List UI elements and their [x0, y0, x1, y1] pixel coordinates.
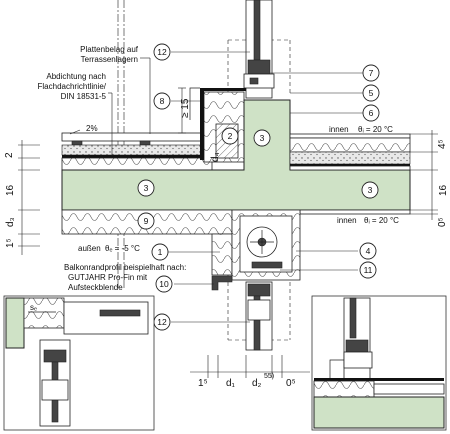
callout-3c: 3 [361, 181, 379, 199]
callout-11: 11 [359, 261, 377, 279]
balcony-edge-profile [211, 275, 233, 291]
dim-right-16: 16 [438, 184, 449, 196]
label-theta-aussen: θₑ = -5 °C [105, 244, 140, 253]
dim-right-4-5: 4⁵ [437, 139, 448, 149]
label-balkon-3: Aufsteckblende [68, 283, 123, 292]
dim-d4: d₄ [210, 152, 221, 162]
callout-7: 7 [362, 64, 380, 82]
label-slope: 2% [86, 124, 98, 133]
label-balkon-1: Balkonrandprofil beispielhaft nach: [64, 263, 186, 272]
dim-right-0-5: 0⁵ [437, 217, 448, 227]
lower-window-head [247, 283, 271, 297]
slope-arrow [69, 129, 81, 135]
svg-text:3: 3 [260, 133, 265, 143]
upper-window-glass [253, 0, 261, 61]
upper-window-sill [243, 73, 275, 89]
label-theta-upper: θᵢ = 20 °C [358, 125, 393, 134]
dim-bottom-d2-note: 55) [264, 373, 274, 380]
callout-12-bottom: 12 [153, 313, 171, 331]
shutter-slat-bar [251, 261, 283, 269]
callout-12-top: 12 [153, 43, 171, 61]
inset-detail-right [311, 295, 447, 431]
label-abdichtung-1: Abdichtung nach [46, 72, 106, 81]
svg-text:6: 6 [369, 108, 374, 118]
terrace-drainage-layer [61, 144, 208, 156]
svg-text:9: 9 [144, 216, 149, 226]
dim-bottom-d2: d₂ [252, 378, 262, 389]
upstand-flashing [189, 87, 200, 120]
dim-left-16: 16 [5, 184, 16, 196]
callout-1: 1 [151, 243, 169, 261]
label-aussen: außen [78, 244, 101, 253]
label-abdichtung-3: DIN 18531-5 [61, 92, 107, 101]
svg-text:12: 12 [157, 47, 167, 57]
inset-detail-left: sₑ [3, 295, 155, 431]
svg-text:7: 7 [369, 68, 374, 78]
svg-text:1: 1 [158, 247, 163, 257]
callout-9: 9 [137, 212, 155, 230]
lower-window-glass [253, 295, 261, 351]
ceiling-finish [299, 209, 411, 215]
terrace-pedestal-1 [71, 140, 83, 146]
dim-left-d3: d₃ [5, 217, 16, 227]
dim-upstand: ≥ 15 [180, 98, 191, 118]
dim-left-2: 2 [4, 152, 15, 158]
floor-membrane [290, 164, 410, 166]
callout-4: 4 [359, 242, 377, 260]
svg-text:3: 3 [368, 185, 373, 195]
terrace-membrane [62, 155, 212, 158]
lower-window-sash [247, 299, 271, 321]
upper-window-seal [249, 77, 259, 85]
terrace-slab [61, 132, 203, 142]
callout-3b: 3 [137, 179, 155, 197]
callout-6: 6 [362, 104, 380, 122]
soffit-insulation-return [211, 233, 233, 276]
floor-screed [289, 151, 411, 165]
callout-5: 5 [362, 84, 380, 102]
callout-10: 10 [155, 275, 173, 293]
floor-screed-insulation [289, 137, 411, 153]
svg-text:8: 8 [160, 96, 165, 106]
label-balkon-2: GUTJAHR Pro-Fin mit [68, 273, 148, 282]
label-abdichtung-2: Flachdachrichtlinie/ [38, 82, 107, 91]
inset-label-se: sₑ [30, 303, 37, 312]
label-plattenbelag-1: Plattenbelag auf [80, 45, 139, 54]
upstand-membrane [200, 90, 204, 160]
svg-text:3: 3 [144, 183, 149, 193]
svg-text:12: 12 [157, 317, 167, 327]
terrace-insulation [61, 157, 213, 171]
callout-3a: 3 [253, 129, 271, 147]
svg-text:10: 10 [159, 279, 169, 289]
dim-bottom-1-5: 1⁵ [198, 378, 208, 389]
upper-window-profile [247, 59, 271, 75]
callout-8: 8 [153, 92, 171, 110]
dim-left-1-5: 1⁵ [5, 238, 16, 248]
label-innen-upper: innen [329, 125, 349, 134]
svg-text:11: 11 [364, 265, 373, 275]
label-theta-lower: θᵢ = 20 °C [364, 216, 399, 225]
upstand-membrane-top [200, 88, 246, 91]
dim-bottom-0-5: 0⁵ [286, 378, 296, 389]
dim-bottom-d1: d₁ [226, 378, 236, 389]
floor-impact-insulation [289, 165, 411, 171]
svg-text:5: 5 [369, 88, 374, 98]
svg-text:2: 2 [228, 131, 233, 141]
terrace-pedestal-2 [139, 140, 151, 146]
label-plattenbelag-2: Terrassenlagern [81, 55, 138, 64]
callout-2: 2 [221, 127, 239, 145]
svg-text:4: 4 [366, 246, 371, 256]
label-innen-lower: innen [337, 216, 357, 225]
floor-covering [289, 133, 411, 139]
